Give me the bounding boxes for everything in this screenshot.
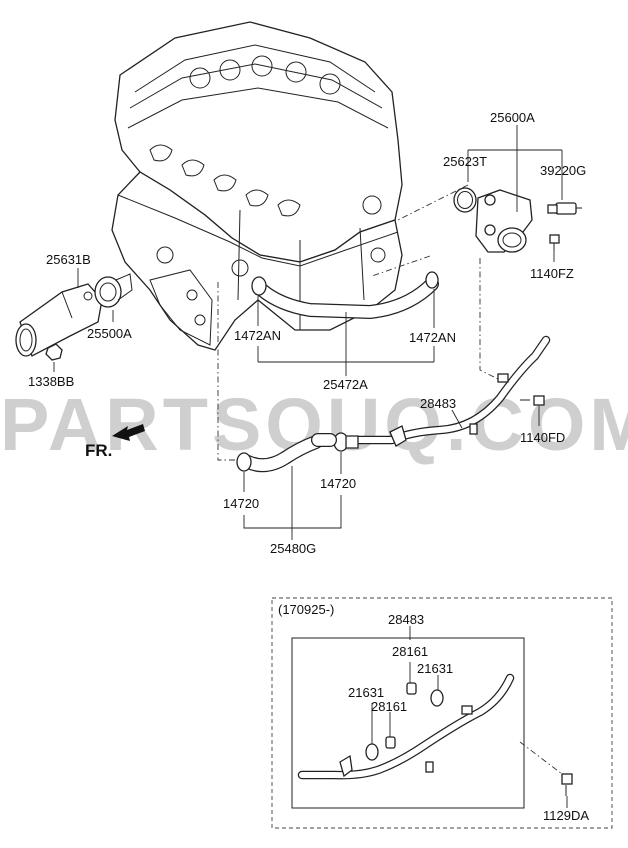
callout-1140fz: 1140FZ xyxy=(530,266,574,281)
engine-block xyxy=(111,21,403,351)
inset-bolt-28161-right[interactable] xyxy=(406,682,417,695)
bolt-1140fd[interactable] xyxy=(520,395,545,406)
watermark-text: PARTSOUQ.COM xyxy=(0,383,628,466)
clamp-14720-right[interactable] xyxy=(333,432,359,452)
clamp-1472an-left[interactable] xyxy=(251,276,267,296)
front-label: FR. xyxy=(85,441,112,460)
hose-25472a[interactable] xyxy=(255,277,439,319)
inset-callout-1129da: 1129DA xyxy=(543,808,589,823)
temperature-sensor[interactable] xyxy=(547,202,582,215)
inset-grommet-21631-left[interactable] xyxy=(365,743,379,761)
inset-bolt-28161-left[interactable] xyxy=(385,736,396,749)
callout-25631b: 25631B xyxy=(46,252,91,267)
front-direction-indicator: FR. xyxy=(85,424,145,460)
callout-14720-left: 14720 xyxy=(223,496,259,511)
callout-1338bb: 1338BB xyxy=(28,374,74,389)
callout-1472an-right: 1472AN xyxy=(409,330,456,345)
callout-28483: 28483 xyxy=(420,396,456,411)
callout-39220g: 39220G xyxy=(540,163,586,178)
nut-1338bb[interactable] xyxy=(45,343,63,361)
inset-callout-28483: 28483 xyxy=(388,612,424,627)
clamp-14720-left[interactable] xyxy=(236,452,252,472)
callout-25600a: 25600A xyxy=(490,110,535,125)
clamp-1472an-right[interactable] xyxy=(425,271,439,289)
inset-panel: (170925-) 2 xyxy=(271,597,613,829)
inset-grommet-21631-right[interactable] xyxy=(430,689,444,707)
inset-callout-21631-right: 21631 xyxy=(417,661,453,676)
callout-25480g: 25480G xyxy=(270,541,316,556)
hose-25480g[interactable] xyxy=(241,435,323,473)
thermostat-housing[interactable] xyxy=(15,283,103,357)
inset-callout-28161-top: 28161 xyxy=(392,644,428,659)
pipe-28483[interactable] xyxy=(353,335,551,447)
callout-25472a: 25472A xyxy=(323,377,368,392)
water-outlet-fitting[interactable] xyxy=(453,187,533,253)
inset-pipe-28483[interactable] xyxy=(297,673,515,780)
callout-1140fd: 1140FD xyxy=(520,430,565,445)
inset-date-range: (170925-) xyxy=(278,602,334,617)
inset-callout-28161-bottom: 28161 xyxy=(371,699,407,714)
callout-1472an-left: 1472AN xyxy=(234,328,281,343)
callout-25623t: 25623T xyxy=(443,154,487,169)
reference-lines xyxy=(217,184,501,461)
inset-bolt-1129da[interactable] xyxy=(561,773,573,796)
bolt-1140fz[interactable] xyxy=(549,234,560,250)
front-arrow-icon xyxy=(112,424,145,441)
inset-callout-21631-left: 21631 xyxy=(348,685,384,700)
callout-14720-right: 14720 xyxy=(320,476,356,491)
callout-25500a: 25500A xyxy=(87,326,132,341)
thermostat[interactable] xyxy=(94,273,133,308)
